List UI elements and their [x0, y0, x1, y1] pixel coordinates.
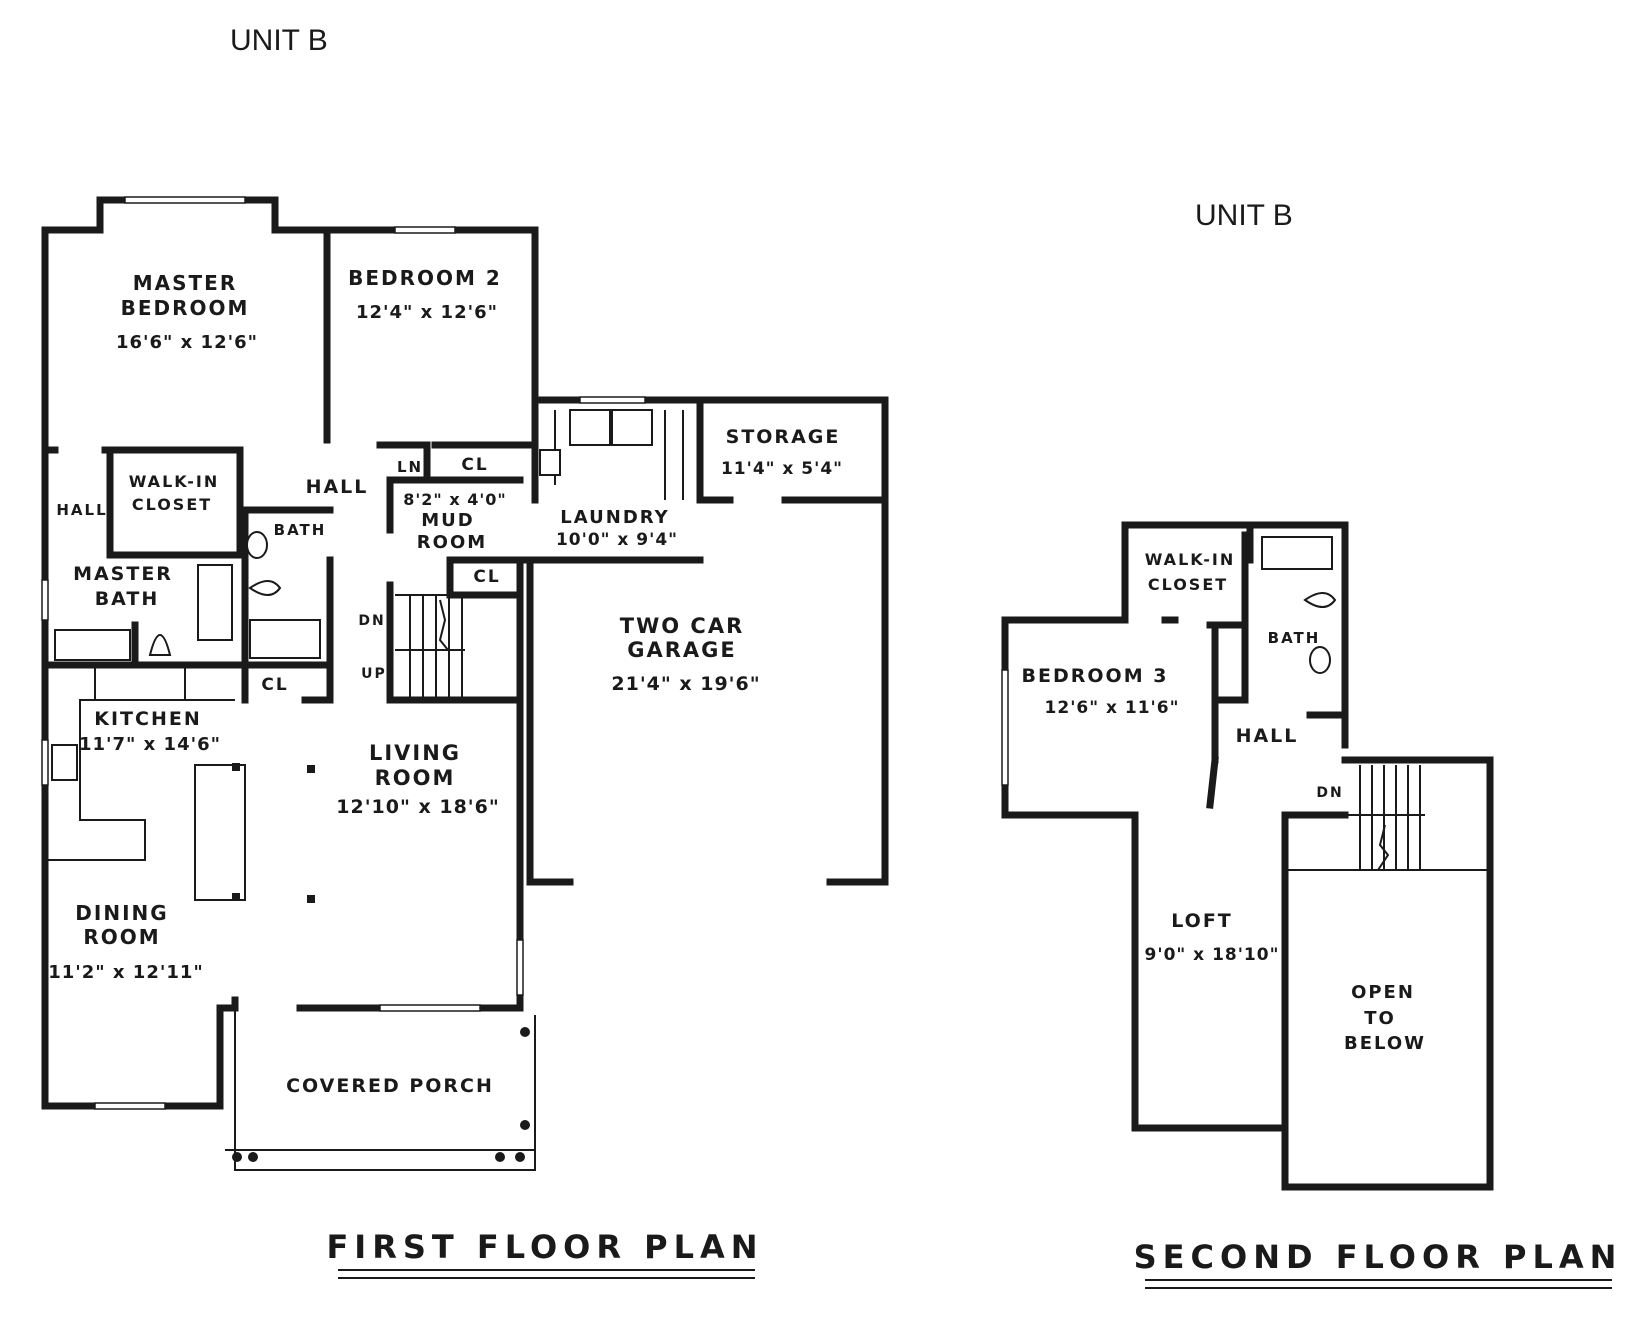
master-bedroom-label: MASTER — [133, 271, 238, 295]
unit-label-first: UNIT B — [230, 24, 328, 57]
walk-in-closet-2-label: WALK-IN — [1145, 550, 1236, 569]
first-floor-title: FIRST FLOOR PLAN — [326, 1228, 763, 1266]
second-floor-walls — [1001, 521, 1494, 1191]
open-to-below-label-3: BELOW — [1344, 1033, 1426, 1054]
closet-top-label: CL — [461, 455, 488, 475]
storage-dim: 11'4" x 5'4" — [721, 459, 843, 479]
stairs-up-label: UP — [361, 666, 387, 682]
mud-room-label: MUD — [421, 510, 474, 531]
loft-label: LOFT — [1171, 910, 1233, 932]
stairs-down-2-label: DN — [1316, 785, 1343, 801]
bedroom2-dim: 12'4" x 12'6" — [356, 302, 498, 323]
kitchen-dim: 11'7" x 14'6" — [79, 734, 221, 755]
mud-room-dim: 8'2" x 4'0" — [403, 490, 506, 509]
covered-porch-label: COVERED PORCH — [286, 1075, 494, 1097]
dining-room-dim: 11'2" x 12'11" — [48, 962, 204, 983]
second-floor-title: SECOND FLOOR PLAN — [1134, 1238, 1623, 1276]
linen-closet-label: LN — [397, 458, 423, 476]
first-floor-walls — [41, 196, 889, 1171]
living-room-dim: 12'10" x 18'6" — [336, 796, 499, 818]
bath-label: BATH — [274, 521, 327, 539]
garage-dim: 21'4" x 19'6" — [611, 673, 760, 695]
garage-label: TWO CAR — [620, 614, 745, 638]
open-to-below-label-2: TO — [1364, 1008, 1396, 1029]
unit-label-second: UNIT B — [1195, 199, 1293, 232]
master-bath-label-2: BATH — [95, 588, 160, 610]
dining-room-label-2: ROOM — [83, 925, 160, 949]
master-bath-label: MASTER — [73, 563, 173, 585]
hall-center-label: HALL — [306, 476, 369, 498]
walk-in-closet-label: WALK-IN — [129, 472, 220, 491]
master-bedroom-label-2: BEDROOM — [121, 296, 250, 320]
garage-label-2: GARAGE — [627, 638, 737, 662]
kitchen-label: KITCHEN — [94, 708, 201, 730]
closet-low-label: CL — [261, 675, 288, 695]
living-room-label-2: ROOM — [375, 766, 456, 790]
dining-room-label: DINING — [75, 901, 168, 925]
open-to-below-label: OPEN — [1351, 982, 1415, 1003]
walk-in-closet-label-2: CLOSET — [132, 495, 212, 514]
mud-room-label-2: ROOM — [417, 532, 487, 553]
loft-dim: 9'0" x 18'10" — [1145, 945, 1280, 965]
storage-label: STORAGE — [726, 426, 841, 448]
laundry-dim: 10'0" x 9'4" — [556, 530, 678, 550]
closet-mid-label: CL — [473, 567, 500, 587]
bedroom3-dim: 12'6" x 11'6" — [1045, 698, 1180, 718]
laundry-label: LAUNDRY — [560, 507, 669, 528]
first-floor-fixtures — [48, 409, 684, 1162]
hall-2-label: HALL — [1236, 725, 1299, 747]
walk-in-closet-2-label-2: CLOSET — [1148, 575, 1228, 594]
bath-2-label: BATH — [1268, 629, 1321, 647]
master-bedroom-dim: 16'6" x 12'6" — [116, 332, 258, 353]
stairs-down-label: DN — [358, 613, 385, 629]
living-room-label: LIVING — [369, 741, 461, 765]
first-floor-windows — [41, 196, 646, 1110]
hall-left-label: HALL — [56, 501, 107, 519]
bedroom2-label: BEDROOM 2 — [348, 266, 502, 290]
bedroom3-label: BEDROOM 3 — [1022, 665, 1169, 687]
second-floor-fixtures — [1001, 536, 1425, 1043]
